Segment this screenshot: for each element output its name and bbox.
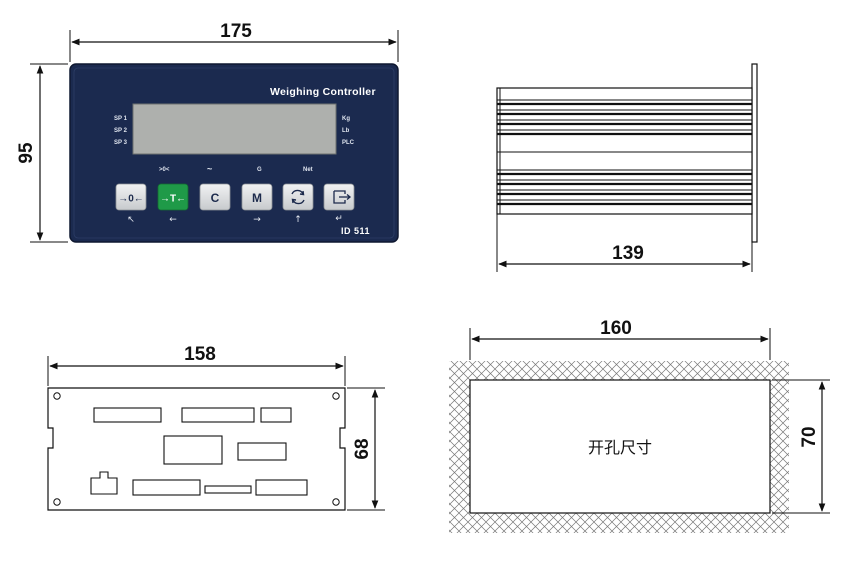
arrow-right-label: → [253,215,261,225]
rear-height-dim: 68 [352,438,373,459]
arrow-left-label: ← [169,215,177,225]
side-view: 139 [496,63,758,272]
clear-key[interactable]: C [199,183,231,211]
rear-hole-bl [53,498,61,506]
clear-key-label: C [211,191,220,205]
exit-icon [333,190,352,204]
switch-key[interactable] [282,183,314,211]
side-body [496,87,753,215]
arrow-up-label: ↑ [294,215,302,225]
brand-label: Weighing Controller [270,86,376,98]
rear-connectors [90,407,308,496]
front-width-dim: 175 [220,21,252,42]
front-view: 175 95 Weighing Controller SP 1 SP 2 SP … [16,21,399,243]
zero-key-label: →0← [118,194,144,205]
unit-lb: Lb [342,128,350,134]
rear-width-dim: 158 [184,344,216,365]
indicator-sp1: SP 1 [114,116,128,122]
indicator-sp2: SP 2 [114,128,128,134]
zero-key[interactable]: →0← [115,183,147,211]
side-ribs-bottom [497,169,752,206]
side-depth-dim: 139 [612,243,644,264]
indicator-sp3: SP 3 [114,140,128,146]
cutout-width-dim: 160 [600,318,632,339]
status-stable: ~ [207,164,212,174]
memory-key[interactable]: M [241,183,273,211]
memory-key-label: M [252,191,262,205]
rear-view: 158 68 [47,344,385,511]
side-ribs-top [497,99,752,136]
status-gross: G [257,167,262,173]
cutout-opening [469,379,771,514]
rear-hole-br [332,498,340,506]
display-window [132,103,337,155]
arrow-upleft-label: ↖ [127,215,135,225]
front-height-dim: 95 [16,142,37,164]
unit-plc: PLC [342,140,355,146]
rear-hole-tr [332,392,340,400]
rear-hole-tl [53,392,61,400]
enter-key[interactable] [323,183,355,211]
tare-key[interactable]: →T← [157,183,189,211]
cutout-height-dim: 70 [799,426,820,447]
cutout-view: 160 开孔尺寸 70 [449,318,830,533]
tare-key-label: →T← [160,194,186,205]
unit-kg: Kg [342,116,350,122]
side-flange [751,63,758,243]
status-net: Net [303,167,313,173]
cycle-icon [291,189,305,205]
cutout-label: 开孔尺寸 [588,438,652,457]
arrow-enter-label: ↵ [335,214,343,224]
model-label: ID 511 [341,226,370,236]
status-zero: >0< [159,167,170,173]
